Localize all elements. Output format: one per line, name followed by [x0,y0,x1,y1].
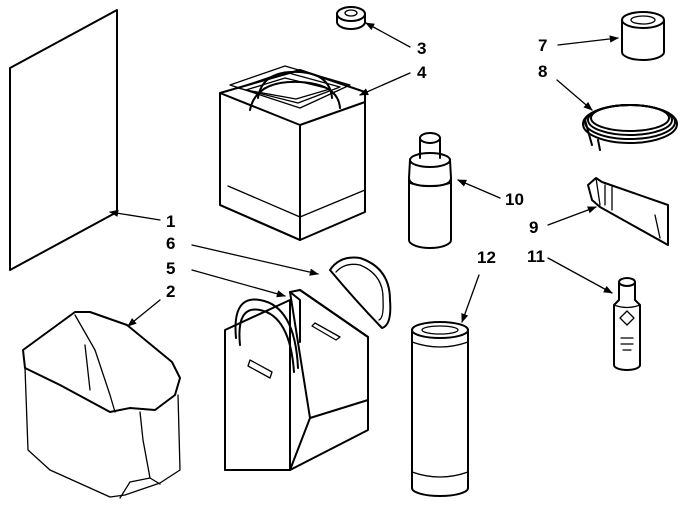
leader-3 [365,22,411,48]
leader-2 [127,299,161,327]
callout-3: 3 [417,39,426,58]
leader-9 [547,206,597,226]
part-8-hose [582,104,678,151]
part-10-aerosol-can [408,132,452,249]
part-2-bag [22,311,181,499]
part-5-frame [224,289,369,471]
part-1-sheet [9,9,118,271]
leader-1 [109,209,161,221]
callout-1: 1 [166,212,175,231]
leader-8 [556,79,593,111]
callout-8: 8 [538,62,547,81]
callout-11: 11 [527,247,545,266]
part-12-cylinder [411,321,469,497]
part-3-ring [336,6,366,30]
callout-9: 9 [529,218,538,237]
callout-4: 4 [417,63,427,82]
leader-4 [359,72,411,96]
part-4-filter-box [219,65,366,241]
leader-11 [547,257,613,294]
leader-6 [191,244,319,276]
part-6-gasket [329,256,392,329]
callout-2: 2 [166,282,175,301]
callout-7: 7 [538,36,547,55]
leader-7 [557,35,619,46]
leader-12 [461,274,480,323]
leader-lines [109,22,619,327]
callout-10: 10 [505,190,524,209]
callout-6: 6 [166,234,175,253]
leader-10 [457,179,501,199]
part-11-bottle [613,277,641,371]
callout-12: 12 [477,248,496,267]
part-9-tube [587,177,669,246]
part-7-cap [621,11,665,61]
leader-5 [191,269,286,298]
callout-5: 5 [166,259,175,278]
callout-labels: 1 2 3 4 5 6 7 8 9 10 11 12 [166,36,547,301]
